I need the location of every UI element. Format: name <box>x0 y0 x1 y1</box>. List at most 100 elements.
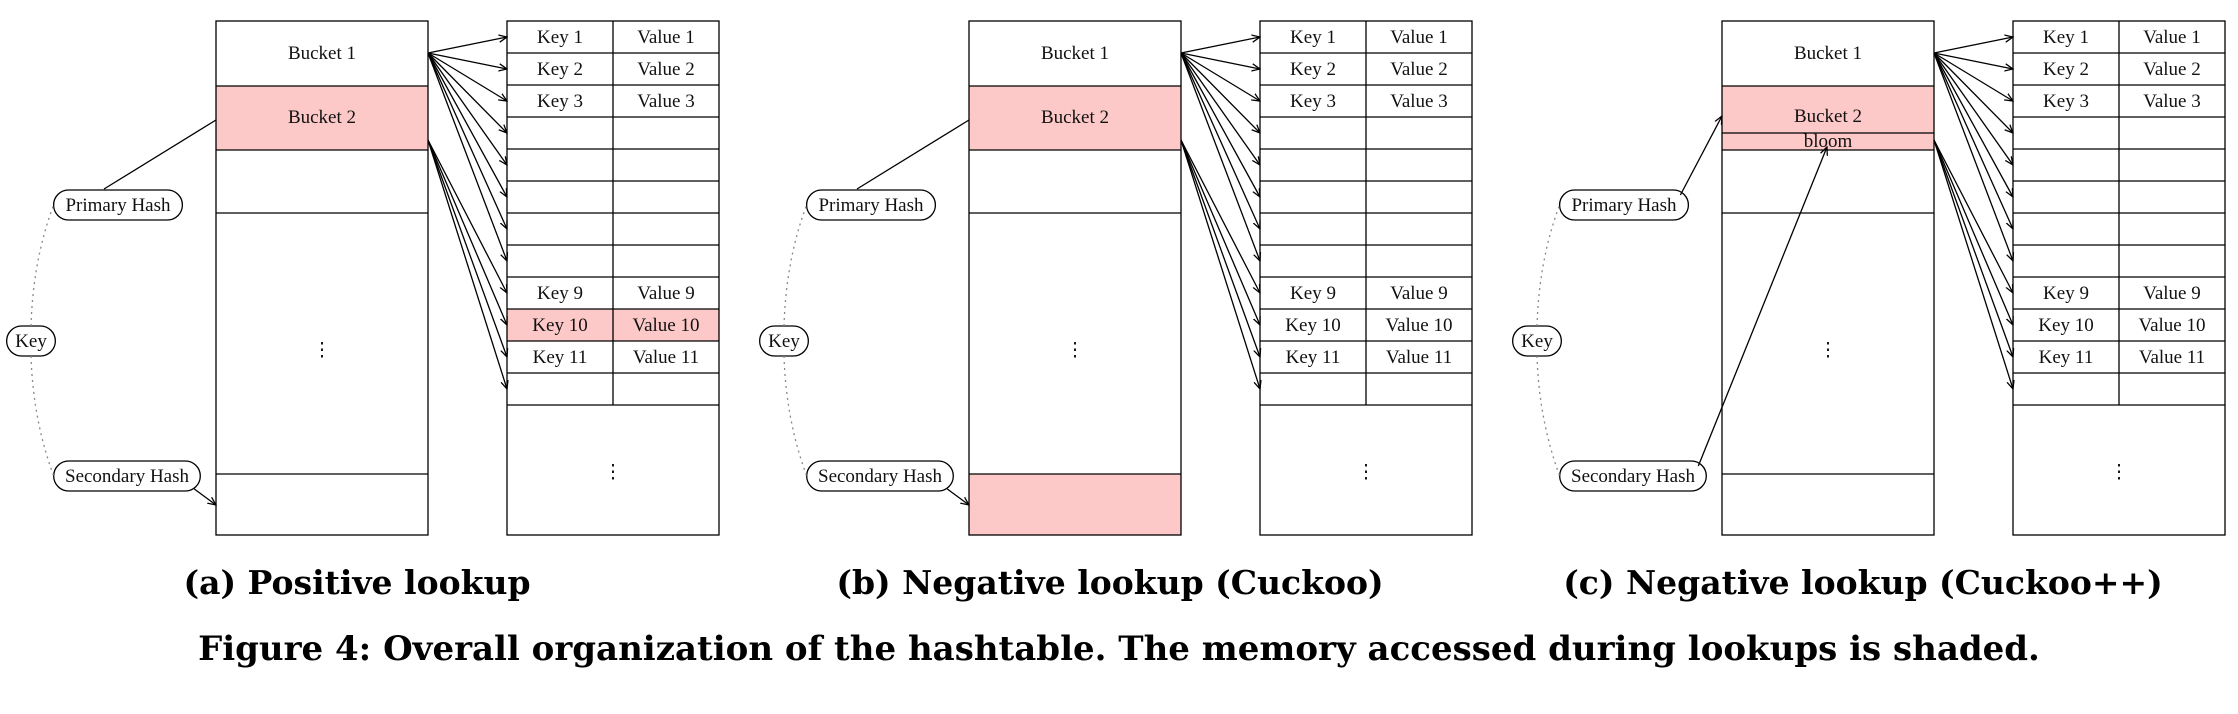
bucket1-arrow <box>1180 37 1260 54</box>
kv-key-cell: Key 11 <box>533 347 588 368</box>
bucket-ellipsis: ⋮ <box>313 340 332 361</box>
bucket2-label: Bucket 2 <box>288 107 356 128</box>
primary-hash-pill-shape <box>805 189 937 221</box>
bucket1-arrow <box>427 52 507 133</box>
key-pill-label: Key <box>1521 331 1553 352</box>
kv-key-cell: Key 2 <box>537 59 583 80</box>
secondary-to-bucket <box>193 488 216 505</box>
key-to-primary-dotted <box>30 204 55 327</box>
kv-value-cell: Value 3 <box>637 91 695 112</box>
kv-value-cell: Value 1 <box>2143 27 2201 48</box>
bloom-label: bloom <box>1804 131 1853 152</box>
kv-key-cell: Key 11 <box>2039 347 2094 368</box>
bucket1-arrow <box>1180 52 1260 133</box>
secondary-hash-pill: Secondary Hash <box>806 460 954 492</box>
kv-key-cell: Key 3 <box>2043 91 2089 112</box>
panel-caption: (c) Negative lookup (Cuckoo++) <box>1563 563 2163 602</box>
bucket1-arrow <box>1180 52 1260 197</box>
secondary-hash-pill: Secondary Hash <box>53 460 201 492</box>
kv-value-cell: Value 10 <box>2138 315 2205 336</box>
bucket1-arrow <box>1933 52 2013 197</box>
kv-ellipsis: ⋮ <box>604 462 623 483</box>
kv-key-cell: Key 3 <box>537 91 583 112</box>
bucket1-arrow <box>427 52 507 261</box>
kv-value-cell: Value 2 <box>1390 59 1448 80</box>
key-pill: Key <box>759 325 810 357</box>
primary-to-bucket2 <box>1679 116 1722 196</box>
bucket-array <box>215 20 429 536</box>
bucket2-label: Bucket 2 <box>1794 106 1862 127</box>
bucket1-arrow <box>427 52 507 69</box>
kv-key-cell: Key 2 <box>2043 59 2089 80</box>
kv-value-cell: Value 9 <box>637 283 695 304</box>
kv-value-cell: Value 11 <box>633 347 699 368</box>
bucket-array <box>1721 20 1935 536</box>
kv-ellipsis: ⋮ <box>1357 462 1376 483</box>
bucket1-arrow <box>1933 52 2013 229</box>
kv-value-cell: Value 2 <box>2143 59 2201 80</box>
primary-hash-pill: Primary Hash <box>1558 189 1690 221</box>
kv-key-cell: Key 9 <box>2043 283 2089 304</box>
kv-value-cell: Value 1 <box>637 27 695 48</box>
kv-value-cell: Value 1 <box>1390 27 1448 48</box>
bucket-ellipsis: ⋮ <box>1819 340 1838 361</box>
kv-ellipsis: ⋮ <box>2110 462 2129 483</box>
bucket2-arrow <box>1180 139 1260 293</box>
secondary-hash-pill: Secondary Hash <box>1559 460 1707 492</box>
bucket2-arrow <box>1933 139 2013 357</box>
kv-value-cell: Value 2 <box>637 59 695 80</box>
key-to-secondary-dotted <box>783 355 808 477</box>
bucket1-arrow <box>1933 52 2013 101</box>
kv-key-cell: Key 11 <box>1286 347 1341 368</box>
kv-value-cell: Value 3 <box>1390 91 1448 112</box>
primary-hash-pill: Primary Hash <box>52 189 184 221</box>
secondary-hash-pill-label: Secondary Hash <box>65 466 189 487</box>
panel-caption: (a) Positive lookup <box>183 563 530 602</box>
kv-value-cell: Value 11 <box>2139 347 2205 368</box>
bucket2-label: Bucket 2 <box>1041 107 1109 128</box>
kv-key-cell: Key 9 <box>1290 283 1336 304</box>
bucket2-arrow <box>427 139 507 389</box>
bucket1-arrow <box>1180 52 1260 69</box>
bucket2-arrow <box>427 139 507 325</box>
key-to-primary-dotted <box>783 204 808 327</box>
secondary-hash-pill-shape <box>806 460 954 492</box>
bucket1-arrow <box>1180 52 1260 101</box>
key-pill-label: Key <box>768 331 800 352</box>
key-pill-label: Key <box>15 331 47 352</box>
kv-value-cell: Value 9 <box>1390 283 1448 304</box>
kv-key-cell: Key 1 <box>2043 27 2089 48</box>
bucket1-arrow <box>1180 52 1260 261</box>
bucket2-arrow <box>1180 139 1260 389</box>
kv-key-cell: Key 3 <box>1290 91 1336 112</box>
bucket2-arrow <box>1180 139 1260 357</box>
kv-key-cell: Key 10 <box>1285 315 1340 336</box>
kv-value-cell: Value 10 <box>632 315 699 336</box>
bucket1-label: Bucket 1 <box>288 43 356 64</box>
bucket1-arrow <box>1933 52 2013 165</box>
bucket1-arrow <box>427 52 507 101</box>
panel-caption: (b) Negative lookup (Cuckoo) <box>836 563 1383 602</box>
bucket1-label: Bucket 1 <box>1041 43 1109 64</box>
kv-value-cell: Value 3 <box>2143 91 2201 112</box>
bucket1-arrow <box>427 52 507 197</box>
kv-key-cell: Key 1 <box>1290 27 1336 48</box>
primary-hash-pill-label: Primary Hash <box>818 195 924 216</box>
kv-key-cell: Key 10 <box>532 315 587 336</box>
kv-key-cell: Key 9 <box>537 283 583 304</box>
primary-to-bucket2 <box>856 119 970 190</box>
bucket1-arrow <box>1180 52 1260 165</box>
secondary-hash-pill-label: Secondary Hash <box>818 466 942 487</box>
key-to-secondary-dotted <box>30 355 55 477</box>
primary-hash-pill-shape <box>1558 189 1690 221</box>
kv-key-cell: Key 1 <box>537 27 583 48</box>
bucket-array <box>968 20 1182 536</box>
key-pill: Key <box>6 325 57 357</box>
kv-value-cell: Value 10 <box>1385 315 1452 336</box>
bucket1-arrow <box>1180 52 1260 229</box>
bucket2-arrow <box>1933 139 2013 293</box>
bucket-ellipsis: ⋮ <box>1066 340 1085 361</box>
bucket2-shade <box>1722 86 1934 150</box>
